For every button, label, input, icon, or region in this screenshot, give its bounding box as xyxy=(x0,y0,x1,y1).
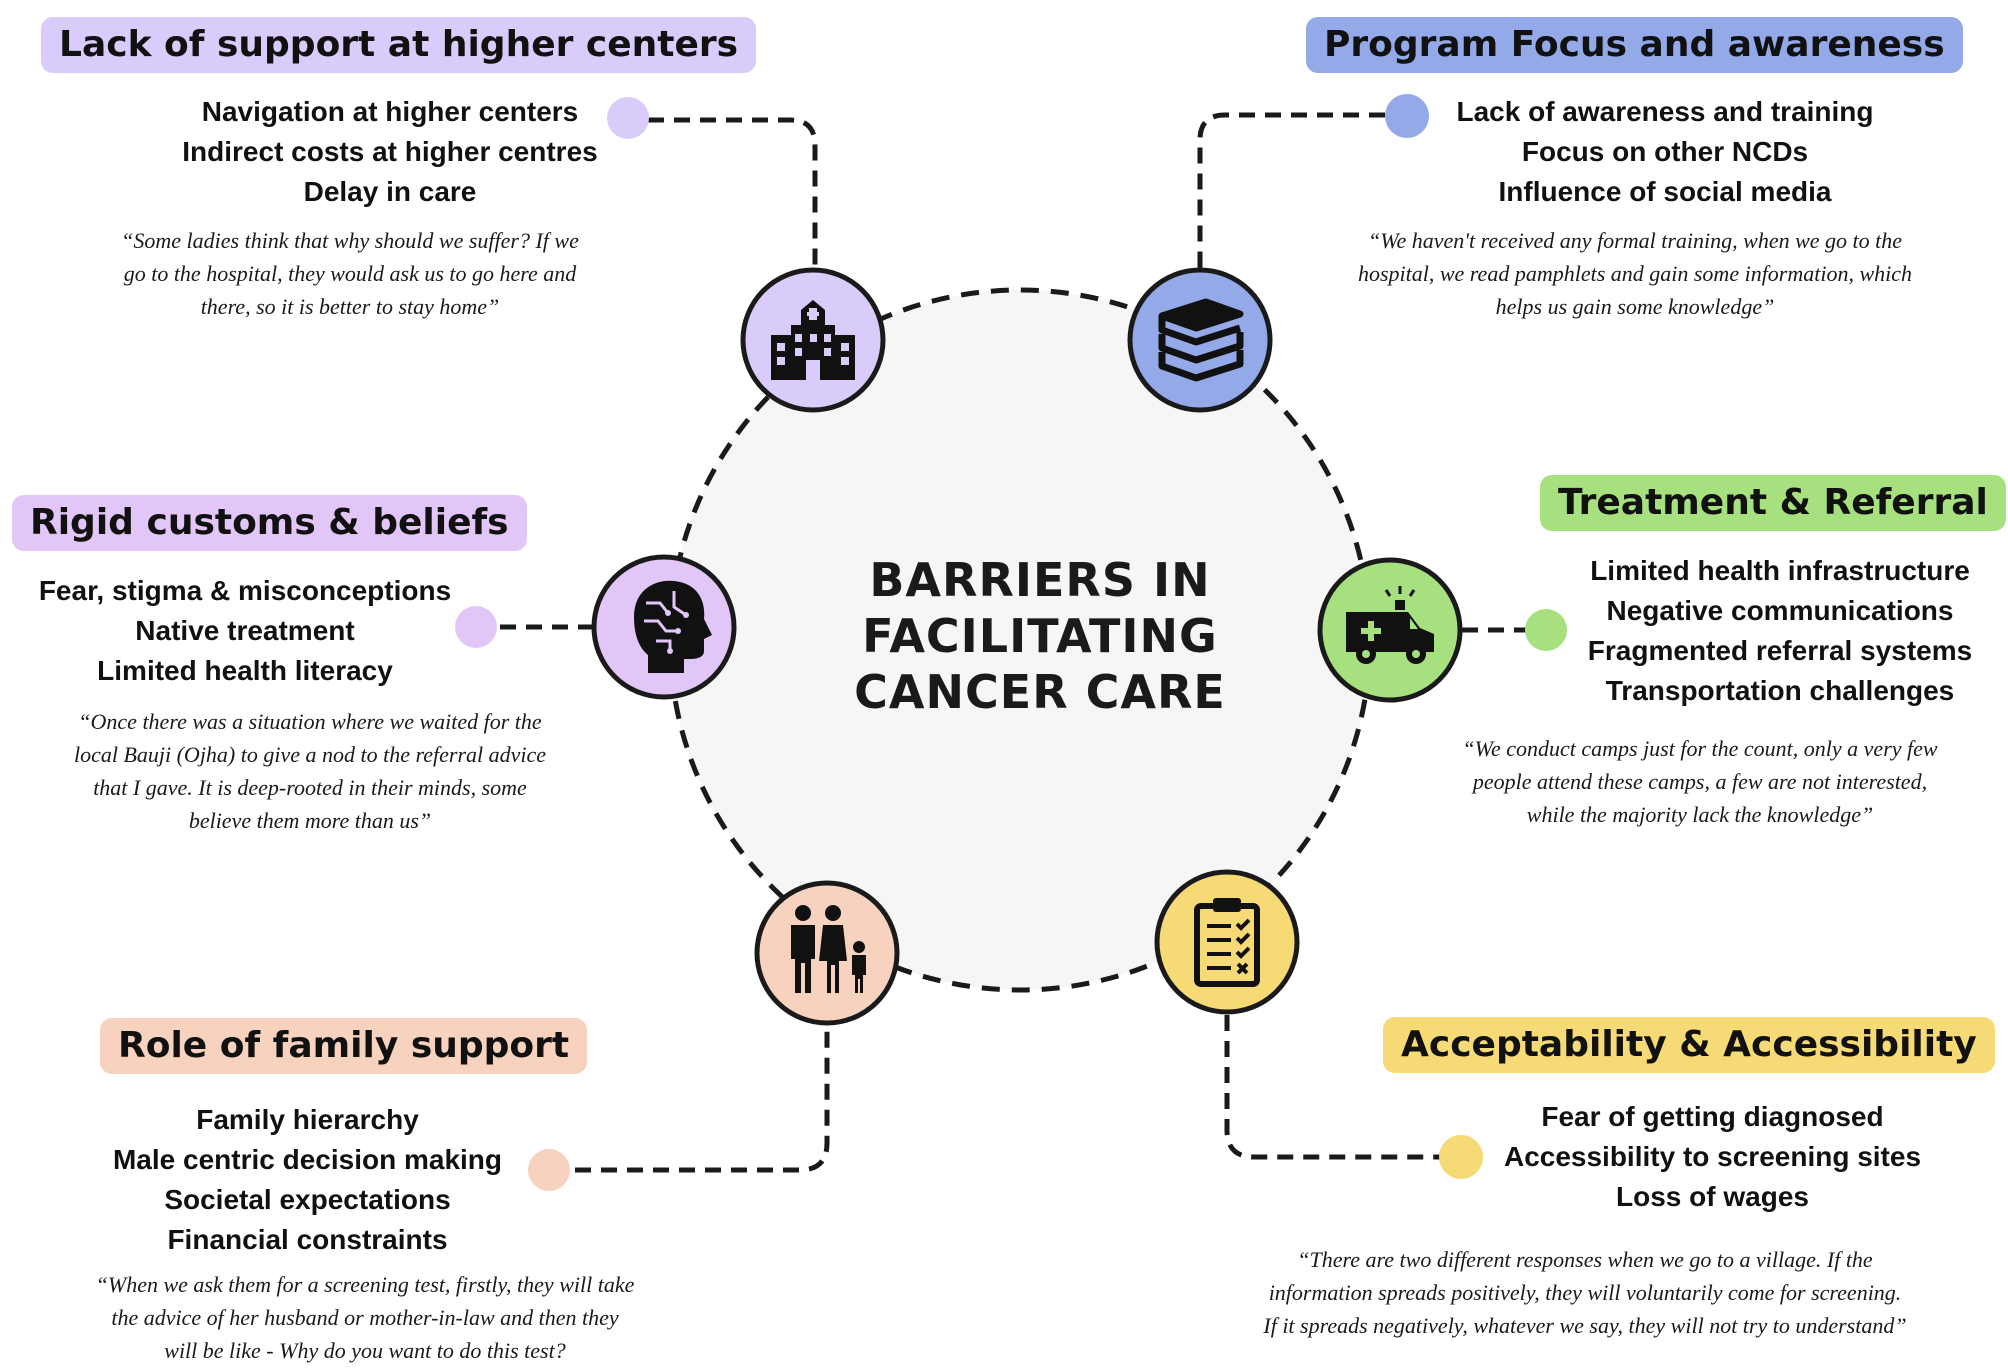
dot-treatment-referral xyxy=(1525,609,1567,651)
node-family-support xyxy=(754,880,900,1026)
node-treatment-referral xyxy=(1317,557,1463,703)
dot-customs-beliefs xyxy=(455,606,497,648)
hospital-icon xyxy=(771,300,855,380)
heading-program-focus: Program Focus and awareness xyxy=(1306,17,1963,73)
items-program-focus: Lack of awareness and training Focus on … xyxy=(1456,96,1874,207)
dot-higher-centers xyxy=(607,97,649,139)
connector-higher-centers xyxy=(648,117,818,275)
books-icon xyxy=(1158,298,1244,382)
ambulance-icon xyxy=(1346,586,1434,664)
dot-program-focus xyxy=(1385,94,1429,138)
node-customs-beliefs xyxy=(591,554,737,700)
quote-treatment-referral: “We conduct camps just for the count, on… xyxy=(1462,736,1938,827)
connector-program-focus xyxy=(1197,112,1385,275)
node-higher-centers xyxy=(740,267,886,413)
family-icon xyxy=(791,905,866,993)
quote-acceptability: “There are two different responses when … xyxy=(1263,1247,1907,1338)
quote-higher-centers: “Some ladies think that why should we su… xyxy=(121,228,579,319)
items-customs-beliefs: Fear, stigma & misconceptions Native tre… xyxy=(38,575,452,686)
heading-treatment-referral: Treatment & Referral xyxy=(1540,475,2006,531)
quote-program-focus: “We haven't received any formal training… xyxy=(1357,228,1913,319)
quote-customs-beliefs: “Once there was a situation where we wai… xyxy=(73,709,547,833)
center-title: BARRIERS IN FACILITATING CANCER CARE xyxy=(854,553,1226,719)
items-family-support: Family hierarchy Male centric decision m… xyxy=(112,1104,503,1255)
dot-family-support xyxy=(528,1149,570,1191)
node-program-focus xyxy=(1127,267,1273,413)
quote-family-support: “When we ask them for a screening test, … xyxy=(95,1272,635,1363)
items-acceptability: Fear of getting diagnosed Accessibility … xyxy=(1503,1101,1922,1212)
heading-acceptability: Acceptability & Accessibility xyxy=(1383,1017,1995,1073)
dot-acceptability xyxy=(1439,1135,1483,1179)
heading-family-support: Role of family support xyxy=(100,1018,588,1074)
head-brain-icon xyxy=(634,580,712,673)
items-treatment-referral: Limited health infrastructure Negative c… xyxy=(1587,555,1973,706)
heading-customs-beliefs: Rigid customs & beliefs xyxy=(12,495,527,551)
clipboard-checklist-icon xyxy=(1194,898,1260,987)
heading-higher-centers: Lack of support at higher centers xyxy=(41,17,757,73)
node-acceptability xyxy=(1154,869,1300,1015)
items-higher-centers: Navigation at higher centers Indirect co… xyxy=(182,96,598,207)
connector-acceptability xyxy=(1224,1015,1440,1160)
connector-family-support xyxy=(575,1022,830,1173)
